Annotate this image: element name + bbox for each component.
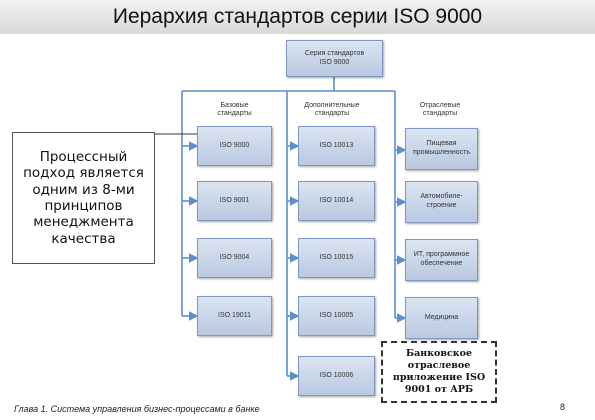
- slide-title: Иерархия стандартов серии ISO 9000: [0, 0, 595, 34]
- basic-standard-node: ISO 19011: [197, 296, 272, 336]
- node-label: ISO 10006: [319, 371, 354, 379]
- node-label: Автомобиле-строение: [420, 193, 463, 209]
- additional-standard-node: ISO 10013: [298, 126, 375, 166]
- additional-standard-node: ISO 10015: [298, 238, 375, 278]
- node-label: Медицина: [424, 313, 459, 321]
- additional-standard-node: ISO 10006: [298, 356, 375, 396]
- node-label: ISO 9000: [219, 141, 250, 149]
- node-label: ISO 9004: [219, 253, 250, 261]
- basic-column-header: Базовые стандарты: [217, 102, 252, 118]
- node-label: ISO 19011: [218, 311, 251, 319]
- basic-standard-node: ISO 9004: [197, 238, 272, 278]
- basic-standard-node: ISO 9000: [197, 126, 272, 166]
- industry-standard-node: Медицина: [405, 297, 478, 339]
- basic-standard-node: ISO 9001: [197, 181, 272, 221]
- footer-chapter: Глава 1. Система управления бизнес-проце…: [14, 404, 260, 414]
- node-label: ИТ, программное обеспечение: [413, 251, 470, 267]
- industry-standard-node: ИТ, программное обеспечение: [405, 239, 478, 281]
- callout-text: Процессный подход является одним из 8-ми…: [23, 148, 144, 247]
- node-label: ISO 10015: [319, 253, 354, 261]
- node-label: ISO 10013: [319, 141, 354, 149]
- node-label: Пищевая промышленность: [413, 140, 470, 156]
- node-label: ISO 10014: [319, 196, 354, 204]
- process-approach-callout: Процессный подход является одним из 8-ми…: [12, 132, 155, 264]
- industry-standard-node: Автомобиле-строение: [405, 181, 478, 223]
- bank-box-text: Банковское отраслевое приложение ISO 900…: [392, 348, 486, 395]
- industry-standard-node: Пищевая промышленность: [405, 128, 478, 170]
- industry-column-header: Отраслевые стандарты: [419, 102, 461, 118]
- root-node: Серия стандартов ISO 9000: [286, 40, 383, 77]
- page-number: 8: [560, 402, 566, 412]
- root-node-label: Серия стандартов ISO 9000: [304, 49, 365, 66]
- node-label: ISO 9001: [219, 196, 250, 204]
- additional-column-header: Дополнительные стандарты: [304, 102, 360, 118]
- additional-standard-node: ISO 10014: [298, 181, 375, 221]
- node-label: ISO 10005: [319, 311, 354, 319]
- additional-standard-node: ISO 10005: [298, 296, 375, 336]
- bank-industry-appendix-box: Банковское отраслевое приложение ISO 900…: [381, 341, 497, 403]
